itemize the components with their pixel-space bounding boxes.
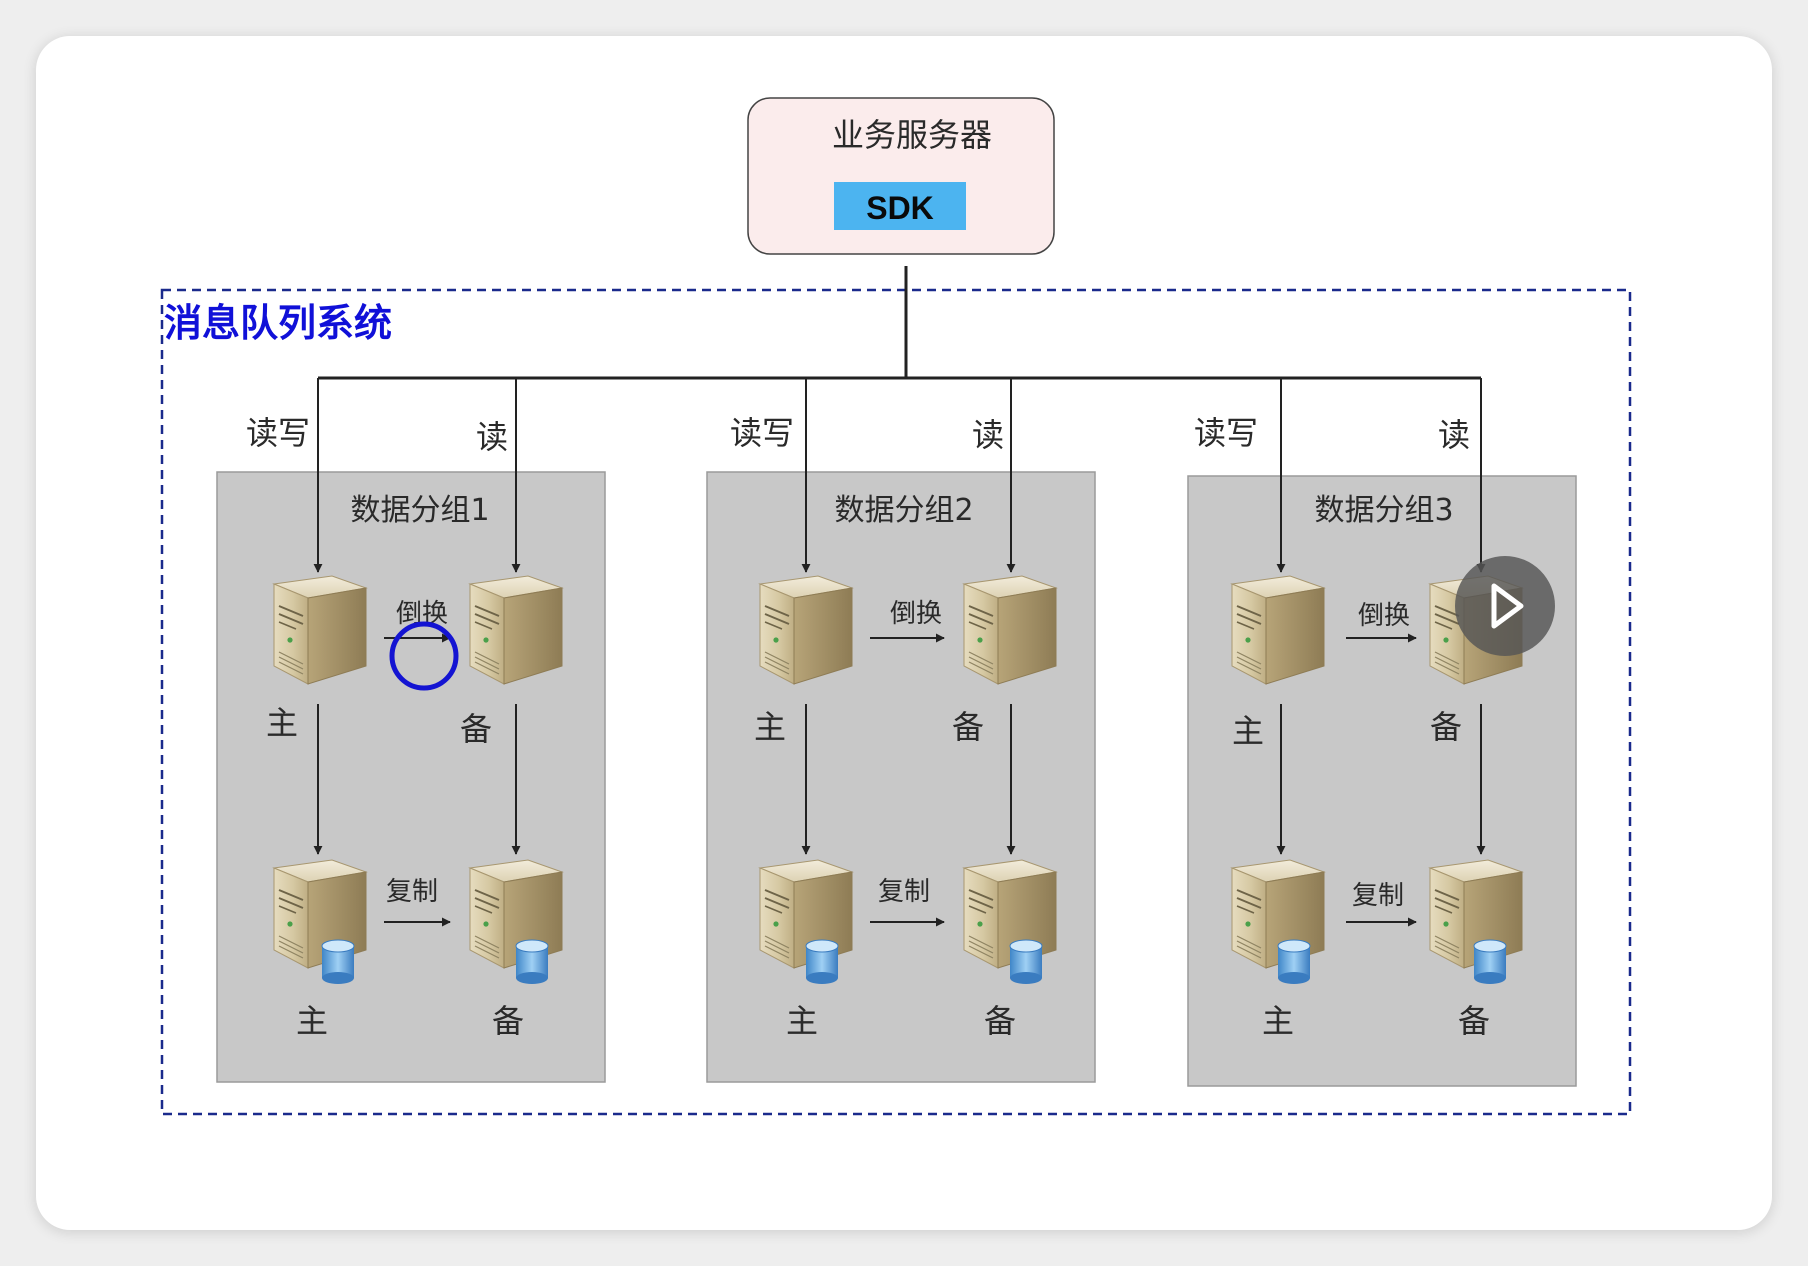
backup-label: 备 <box>492 1002 524 1040</box>
primary-label: 主 <box>1232 712 1264 750</box>
vertical-arrows <box>313 704 1486 855</box>
failover-label-group-2: 倒换 <box>890 599 942 629</box>
branch-lines <box>313 378 1486 573</box>
replicate-label-group-2: 复制 <box>878 877 930 907</box>
focus-ring <box>389 621 459 691</box>
read-label-group-1: 读 <box>476 418 508 456</box>
backup-label: 备 <box>952 708 984 746</box>
primary-label: 主 <box>266 704 298 742</box>
message-queue-system-title: 消息队列系统 <box>164 301 392 345</box>
group-1-primary-server <box>273 575 367 685</box>
database-icon <box>1009 939 1043 985</box>
replicate-label-group-1: 复制 <box>386 877 438 907</box>
business-server-title: 业务服务器 <box>832 116 992 154</box>
failover-label-group-3: 倒换 <box>1358 601 1410 631</box>
sdk-connectors <box>318 266 1481 380</box>
data-group-1-title: 数据分组1 <box>350 493 489 528</box>
read-label-group-3: 读 <box>1438 416 1470 454</box>
horizontal-arrows <box>384 633 1417 927</box>
message-queue-system-boundary <box>160 288 1632 1116</box>
group-2-primary-server <box>759 575 853 685</box>
group-3-primary-server <box>1231 575 1325 685</box>
data-group-3-title: 数据分组3 <box>1314 493 1453 528</box>
play-icon <box>1491 583 1524 629</box>
play-button[interactable] <box>1455 556 1555 656</box>
read-label-group-2: 读 <box>972 416 1004 454</box>
backup-label: 备 <box>1430 708 1462 746</box>
primary-label: 主 <box>786 1002 818 1040</box>
database-icon <box>1277 939 1311 985</box>
group-2-backup-server <box>963 575 1057 685</box>
database-icon <box>515 939 549 985</box>
business-server-box: 业务服务器 SDK <box>747 97 1055 255</box>
replicate-label-group-3: 复制 <box>1352 881 1404 911</box>
primary-label: 主 <box>1262 1002 1294 1040</box>
database-icon <box>321 939 355 985</box>
sdk-box <box>834 182 966 230</box>
database-icon <box>805 939 839 985</box>
primary-label: 主 <box>754 708 786 746</box>
backup-label: 备 <box>1458 1002 1490 1040</box>
data-group-1-box <box>216 471 606 1083</box>
sdk-label: SDK <box>866 190 934 226</box>
data-group-2-title: 数据分组2 <box>834 493 973 528</box>
data-group-2-box <box>706 471 1096 1083</box>
primary-label: 主 <box>296 1002 328 1040</box>
group-1-backup-server <box>469 575 563 685</box>
backup-label: 备 <box>984 1002 1016 1040</box>
read-write-label-group-3: 读写 <box>1194 414 1258 452</box>
read-write-label-group-2: 读写 <box>730 414 794 452</box>
backup-label: 备 <box>460 710 492 748</box>
read-write-label-group-1: 读写 <box>246 414 310 452</box>
database-icon <box>1473 939 1507 985</box>
